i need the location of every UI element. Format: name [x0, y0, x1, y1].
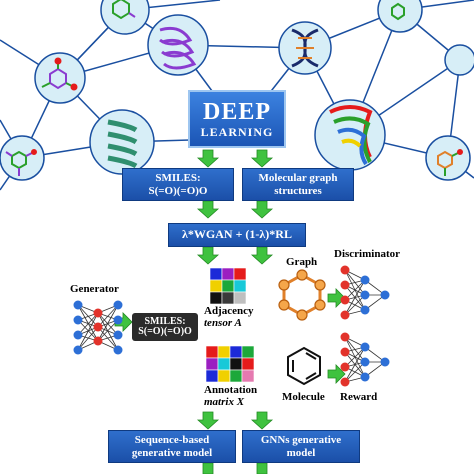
annotation-label: Annotation matrix X: [204, 384, 258, 408]
matrix-cell: [221, 267, 235, 281]
network-node-top-left: [100, 0, 150, 35]
arrow-graph-to-objective: [250, 200, 274, 219]
sequence-model-box: Sequence-based generative model: [108, 430, 236, 463]
smiles-box: SMILES: S(=O)(=O)O: [122, 168, 234, 201]
molecular-graph-icon: [278, 269, 326, 321]
graph-label: Graph: [286, 256, 318, 268]
arrow-molecule-to-reward: [327, 364, 346, 384]
arrow-graph-to-discriminator: [327, 288, 346, 308]
adjacency-label-line1: Adjacency: [204, 305, 254, 317]
arrow-objective-right: [250, 246, 274, 265]
adjacency-label: Adjacency tensor A: [204, 305, 254, 329]
smiles-sample-label: SMILES:: [144, 315, 186, 327]
matrix-cell: [233, 291, 247, 305]
gnn-model-box: GNNs generative model: [242, 430, 360, 463]
graph-structures-line2: structures: [274, 184, 322, 197]
molecule-label: Molecule: [282, 391, 325, 403]
matrix-cell: [209, 291, 223, 305]
adjacency-tensor-grid: [209, 267, 247, 305]
matrix-cell: [229, 357, 243, 371]
network-node-right-molecule: [425, 135, 471, 181]
matrix-cell: [233, 279, 247, 293]
graph-structures-box: Molecular graph structures: [242, 168, 354, 201]
matrix-cell: [205, 369, 219, 383]
network-node-helix: [89, 109, 155, 175]
sequence-model-line1: Sequence-based: [134, 434, 210, 447]
graph-structures-line1: Molecular graph: [258, 172, 338, 185]
network-node-top-right: [377, 0, 423, 33]
deep-learning-title: DEEP: [202, 99, 271, 126]
arrow-to-gnn-model: [250, 411, 274, 430]
arrow-dl-to-smiles: [196, 149, 220, 168]
matrix-cell: [233, 267, 247, 281]
matrix-cell: [205, 345, 219, 359]
network-node-right: [444, 44, 474, 76]
reward-label: Reward: [340, 391, 378, 403]
matrix-cell: [229, 369, 243, 383]
smiles-sample-box: SMILES: S(=O)(=O)O: [132, 313, 198, 341]
matrix-cell: [221, 279, 235, 293]
objective-formula: λ*WGAN + (1-λ)*RL: [182, 227, 292, 242]
sequence-model-line2: generative model: [131, 446, 213, 459]
matrix-cell: [217, 345, 231, 359]
discriminator-label: Discriminator: [334, 248, 400, 260]
matrix-cell: [241, 357, 255, 371]
molecule-drawings: [5, 0, 463, 176]
arrow-sequence-down: [202, 462, 214, 474]
matrix-cell: [209, 267, 223, 281]
smiles-box-value: S(=O)(=O)O: [148, 184, 208, 197]
arrow-generator-to-smiles: [114, 312, 133, 332]
matrix-cell: [241, 345, 255, 359]
gnn-model-line1: GNNs generative: [260, 434, 342, 447]
reward-network: [340, 332, 390, 387]
matrix-cell: [209, 279, 223, 293]
matrix-cell: [205, 357, 219, 371]
benzene-molecule-icon: [287, 346, 321, 386]
generator-label: Generator: [70, 283, 119, 295]
arrow-to-sequence-model: [196, 411, 220, 430]
arrow-objective-left: [196, 246, 220, 265]
matrix-cell: [229, 345, 243, 359]
deep-learning-subtitle: LEARNING: [200, 124, 274, 139]
smiles-box-label: SMILES:: [155, 172, 201, 185]
matrix-cell: [241, 369, 255, 383]
gnn-model-line2: model: [286, 446, 316, 459]
network-node-upper-left: [34, 52, 86, 104]
arrow-gnn-down: [256, 462, 268, 474]
matrix-cell: [221, 291, 235, 305]
discriminator-network: [340, 265, 390, 320]
arrow-smiles-to-objective: [196, 200, 220, 219]
annotation-label-line2: matrix X: [204, 395, 245, 408]
generator-network: [73, 300, 123, 355]
arrow-dl-to-graph: [250, 149, 274, 168]
network-node-left-molecule: [0, 135, 45, 181]
network-node-protein: [314, 99, 386, 171]
objective-box: λ*WGAN + (1-λ)*RL: [168, 223, 306, 247]
flow-arrows: [114, 149, 346, 474]
smiles-sample-value: S(=O)(=O)O: [138, 326, 192, 337]
annotation-label-line1: Annotation: [204, 384, 258, 396]
matrix-cell: [217, 369, 231, 383]
adjacency-label-line2: tensor A: [204, 316, 242, 329]
matrix-cell: [217, 357, 231, 371]
deep-learning-box: DEEP LEARNING: [188, 90, 286, 148]
annotation-matrix-grid: [205, 345, 255, 383]
